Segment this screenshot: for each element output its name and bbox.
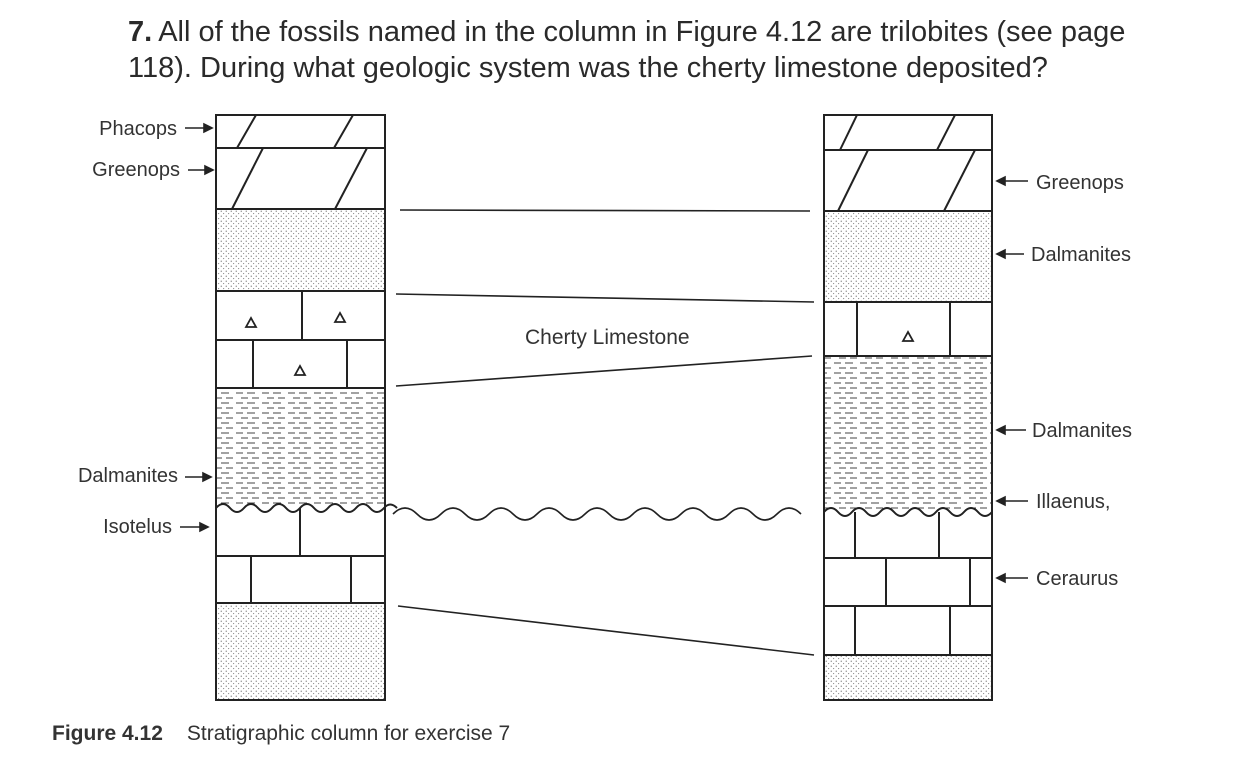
correlation-lines bbox=[392, 209, 815, 656]
left-labels: Phacops Greenops Dalmanites Isotelus bbox=[78, 118, 180, 538]
left-sandstone-upper bbox=[216, 209, 385, 291]
left-shale bbox=[216, 388, 385, 506]
right-shale bbox=[824, 356, 992, 510]
label-dalmanites-right-lower: Dalmanites bbox=[1032, 420, 1132, 442]
chert-triangle-icon bbox=[293, 364, 307, 376]
question-number: 7. bbox=[128, 16, 153, 48]
left-arrows bbox=[180, 122, 215, 533]
right-sandstone-bottom bbox=[824, 655, 992, 700]
arrow-right-icon bbox=[202, 471, 213, 483]
right-arrows bbox=[995, 175, 1028, 584]
chert-triangle-icon bbox=[244, 316, 258, 328]
arrow-right-icon bbox=[204, 164, 215, 176]
left-sandstone-bottom bbox=[216, 603, 385, 700]
label-phacops: Phacops bbox=[99, 118, 177, 140]
label-illaenus: Illaenus, bbox=[1036, 491, 1111, 513]
arrow-right-icon bbox=[203, 122, 214, 134]
right-sandstone-upper bbox=[824, 211, 992, 302]
label-greenops-right: Greenops bbox=[1036, 172, 1124, 194]
arrow-left-icon bbox=[995, 424, 1006, 436]
label-dalmanites-left: Dalmanites bbox=[78, 465, 178, 487]
cherty-limestone-label: Cherty Limestone bbox=[525, 326, 690, 349]
chert-triangle-icon bbox=[333, 311, 347, 323]
chert-triangle-icon bbox=[901, 330, 915, 342]
label-greenops-left: Greenops bbox=[92, 159, 180, 181]
label-isotelus: Isotelus bbox=[103, 516, 172, 538]
right-column bbox=[823, 114, 993, 701]
arrow-left-icon bbox=[995, 495, 1006, 507]
arrow-left-icon bbox=[995, 572, 1006, 584]
figure-number: Figure 4.12 bbox=[52, 722, 163, 745]
caption-text: Stratigraphic column for exercise 7 bbox=[186, 722, 511, 745]
left-column bbox=[215, 114, 398, 701]
correlation-unconformity bbox=[392, 507, 802, 521]
left-unconformity bbox=[215, 503, 398, 513]
label-ceraurus: Ceraurus bbox=[1036, 568, 1118, 590]
right-labels: Greenops Dalmanites Dalmanites Illaenus,… bbox=[1031, 172, 1132, 590]
arrow-left-icon bbox=[995, 175, 1006, 187]
arrow-right-icon bbox=[199, 521, 210, 533]
left-dolomite bbox=[231, 115, 368, 210]
arrow-left-icon bbox=[995, 248, 1006, 260]
label-dalmanites-right-upper: Dalmanites bbox=[1031, 244, 1131, 266]
figure-caption: Figure 4.12 Stratigraphic column for exer… bbox=[52, 722, 510, 746]
question-line-1: 7.All of the fossils named in the column… bbox=[128, 14, 1228, 50]
question-line-1-text: All of the fossils named in the column i… bbox=[158, 16, 1126, 48]
right-dolomite bbox=[837, 115, 976, 212]
question-text: 7.All of the fossils named in the column… bbox=[128, 14, 1228, 86]
question-line-2: 118). During what geologic system was th… bbox=[128, 52, 1048, 84]
right-unconformity bbox=[823, 507, 993, 517]
